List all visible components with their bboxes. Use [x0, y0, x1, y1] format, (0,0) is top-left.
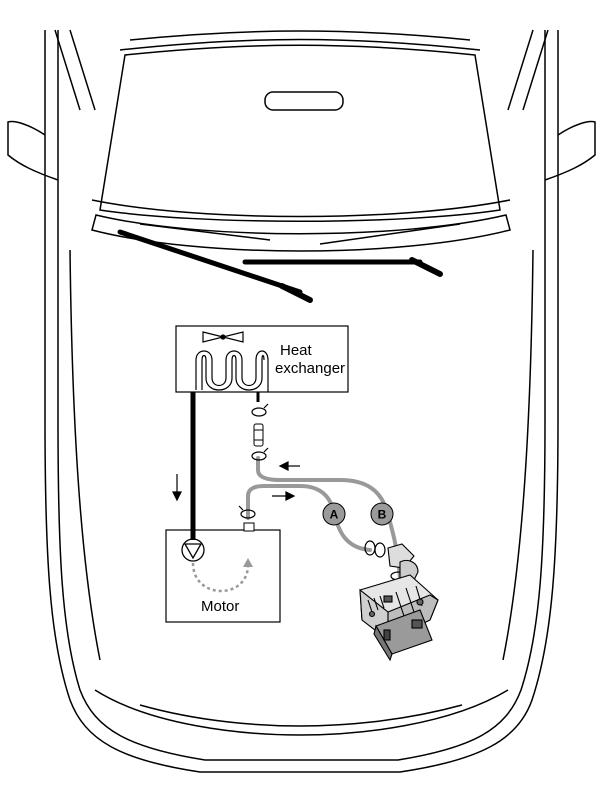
- car-outline: [7, 29, 596, 773]
- hose-b: [256, 456, 402, 580]
- heat-exchanger-label-line1: Heat: [280, 342, 312, 359]
- hose-a-badge: A: [322, 502, 346, 526]
- svg-text:B: B: [378, 508, 387, 522]
- heat-exchanger-coil-icon: [195, 350, 269, 392]
- motor-label: Motor: [201, 598, 240, 615]
- heater-unit-icon: [359, 543, 439, 662]
- svg-text:A: A: [330, 508, 339, 522]
- hose-clamp-icon: [364, 540, 386, 558]
- fan-icon: [202, 331, 244, 343]
- heat-exchanger-label-line2: exchanger: [275, 360, 346, 377]
- flow-arrow-icon: [172, 474, 182, 502]
- hose-clamp-icon: [251, 447, 269, 461]
- wipers: [117, 229, 443, 303]
- rearview-mirror: [264, 91, 344, 111]
- motor-box: [165, 529, 281, 623]
- hose-connector: [253, 423, 264, 447]
- flow-arrow-icon: [278, 461, 300, 471]
- flow-arrow-icon: [272, 491, 296, 501]
- hose-b-badge: B: [370, 502, 394, 526]
- hose-a: [246, 484, 372, 552]
- motor-flow-arrowhead: [243, 558, 253, 567]
- hose-clamp-icon: [251, 403, 269, 417]
- motor-internal-flow: [191, 562, 250, 593]
- motor-outlet: [243, 522, 255, 532]
- hose-clamp-icon: [238, 505, 256, 519]
